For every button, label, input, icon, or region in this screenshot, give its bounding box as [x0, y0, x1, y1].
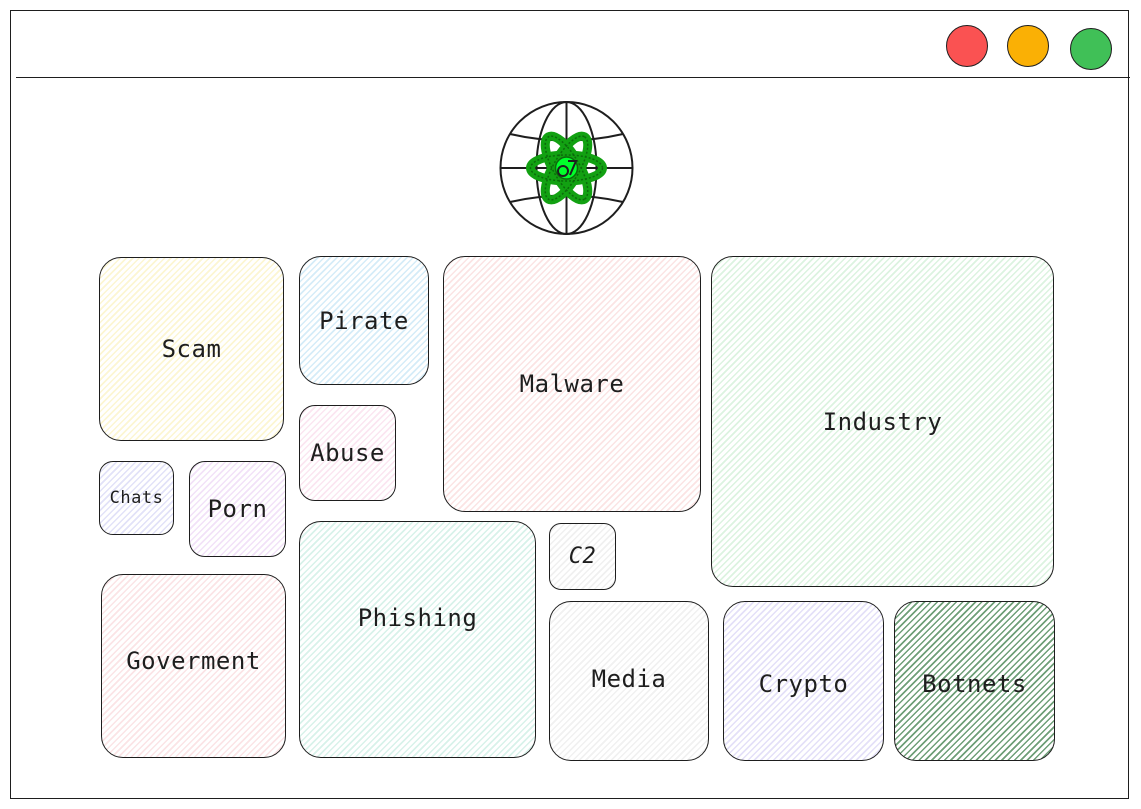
globe-atom-logo-icon	[499, 101, 634, 235]
category-label: Pirate	[319, 306, 409, 335]
category-tile-porn[interactable]: Porn	[189, 461, 286, 557]
category-tile-pirate[interactable]: Pirate	[299, 256, 429, 385]
close-window-button[interactable]	[946, 25, 988, 67]
titlebar-divider	[16, 77, 1130, 78]
category-label: Scam	[161, 335, 222, 363]
category-tile-crypto[interactable]: Crypto	[723, 601, 884, 761]
category-tile-industry[interactable]: Industry	[711, 256, 1054, 587]
category-tile-c2[interactable]: C2	[549, 523, 616, 590]
category-label: Chats	[109, 488, 164, 508]
category-label: Botnets	[922, 670, 1027, 698]
category-tile-scam[interactable]: Scam	[99, 257, 284, 441]
minimize-window-button[interactable]	[1007, 25, 1049, 67]
category-tile-botnets[interactable]: Botnets	[894, 601, 1055, 761]
category-tile-goverment[interactable]: Goverment	[101, 574, 286, 758]
category-label: Abuse	[310, 439, 385, 467]
category-label: Phishing	[357, 603, 478, 632]
category-tile-media[interactable]: Media	[549, 601, 709, 761]
category-label: Media	[591, 665, 667, 693]
category-label: Malware	[519, 370, 625, 398]
browser-window	[10, 10, 1129, 799]
category-label: Porn	[207, 495, 268, 523]
category-label: Crypto	[758, 670, 849, 698]
category-tile-phishing[interactable]: Phishing	[299, 521, 536, 758]
category-label: Goverment	[126, 647, 261, 675]
category-tile-abuse[interactable]: Abuse	[299, 405, 396, 501]
category-label: Industry	[822, 407, 943, 436]
category-label: C2	[568, 544, 597, 569]
category-tile-malware[interactable]: Malware	[443, 256, 701, 512]
category-tile-chats[interactable]: Chats	[99, 461, 174, 535]
maximize-window-button[interactable]	[1070, 28, 1112, 70]
